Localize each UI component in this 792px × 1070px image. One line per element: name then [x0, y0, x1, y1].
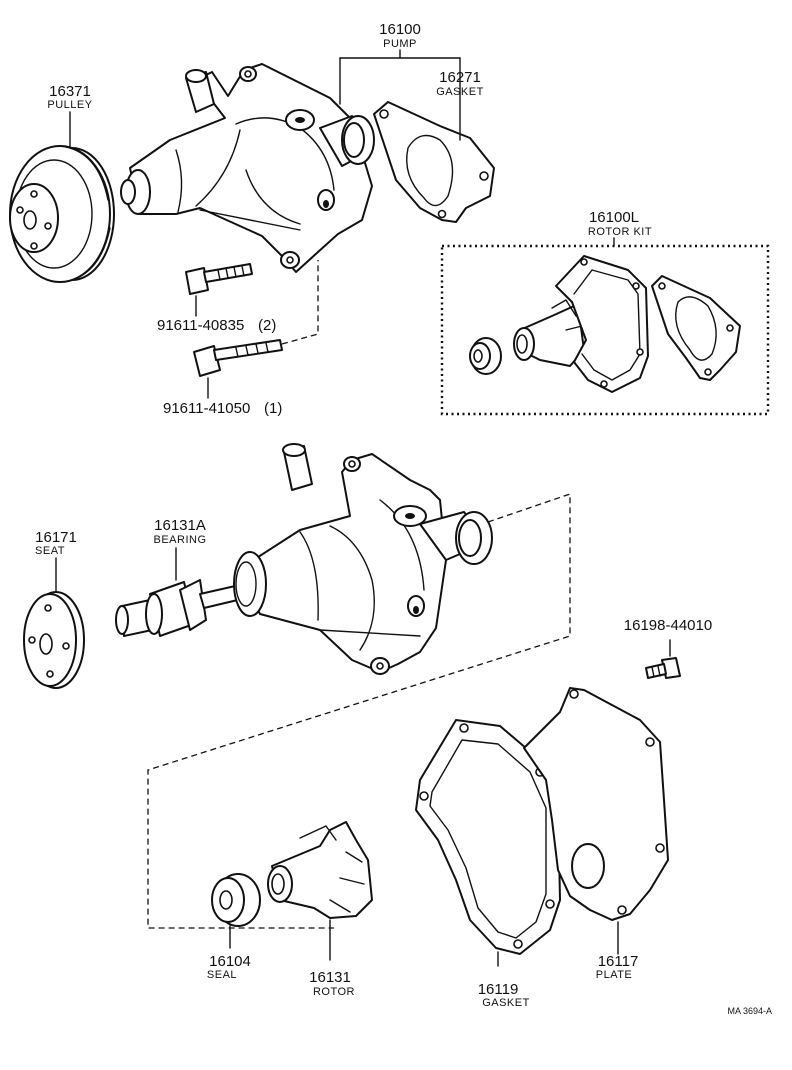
gasket-drawing[interactable] [415, 719, 561, 955]
pulley-number: 16371 [49, 83, 91, 100]
rotor-number: 16131 [309, 969, 351, 986]
rotor-name: ROTOR [313, 986, 355, 998]
bolt-1-qty: (2) [258, 317, 276, 334]
pump-drawing[interactable] [120, 63, 375, 273]
rotor-kit-plate-drawing[interactable] [555, 255, 649, 393]
bolt-dashed-leader [281, 260, 319, 345]
seal-drawing[interactable] [211, 873, 261, 927]
pump-leader [339, 49, 461, 141]
pump-name: PUMP [383, 38, 417, 50]
bearing-name: BEARING [153, 534, 206, 546]
plate-name: PLATE [596, 969, 633, 981]
seat-number: 16171 [35, 529, 77, 546]
plate-number: 16117 [598, 953, 639, 970]
screw-drawing[interactable] [645, 657, 681, 679]
rotor-kit-name: ROTOR KIT [588, 226, 652, 238]
rotor-kit-box [440, 244, 770, 416]
pump-number: 16100 [379, 21, 421, 38]
gasket-name: GASKET [482, 997, 530, 1009]
rotor-kit-number: 16100L [589, 209, 639, 226]
bolt-1-number: 91611-40835 [157, 317, 244, 334]
bearing-number: 16131A [154, 517, 206, 534]
pulley-drawing[interactable] [9, 145, 115, 283]
pump-gasket-name: GASKET [436, 86, 484, 98]
seat-drawing[interactable] [23, 591, 85, 689]
plate-drawing[interactable] [523, 687, 669, 921]
bearing-drawing[interactable] [115, 579, 247, 637]
seal-number: 16104 [209, 953, 251, 970]
pump-body-drawing[interactable] [233, 443, 493, 675]
pulley-name: PULLEY [47, 99, 92, 111]
seat-name: SEAT [35, 545, 65, 557]
pump-gasket-number: 16271 [439, 69, 481, 86]
pump-gasket-drawing[interactable] [373, 101, 495, 223]
seal-name: SEAL [207, 969, 237, 981]
pump-dashed-outline [147, 493, 571, 929]
bolt-2-qty: (1) [264, 400, 282, 417]
bolt-1-drawing[interactable] [185, 263, 253, 295]
screw-number: 16198-44010 [624, 617, 712, 634]
rotor-kit-seal-drawing[interactable] [469, 337, 502, 375]
figure-code: MA 3694-A [727, 1006, 772, 1016]
rotor-kit-gasket-drawing[interactable] [651, 275, 741, 381]
rotor-kit-rotor-drawing[interactable] [513, 299, 585, 367]
rotor-drawing[interactable] [267, 821, 373, 919]
bolt-2-drawing[interactable] [193, 339, 283, 377]
bolt-2-number: 91611-41050 [163, 400, 250, 417]
gasket-number: 16119 [478, 981, 519, 998]
